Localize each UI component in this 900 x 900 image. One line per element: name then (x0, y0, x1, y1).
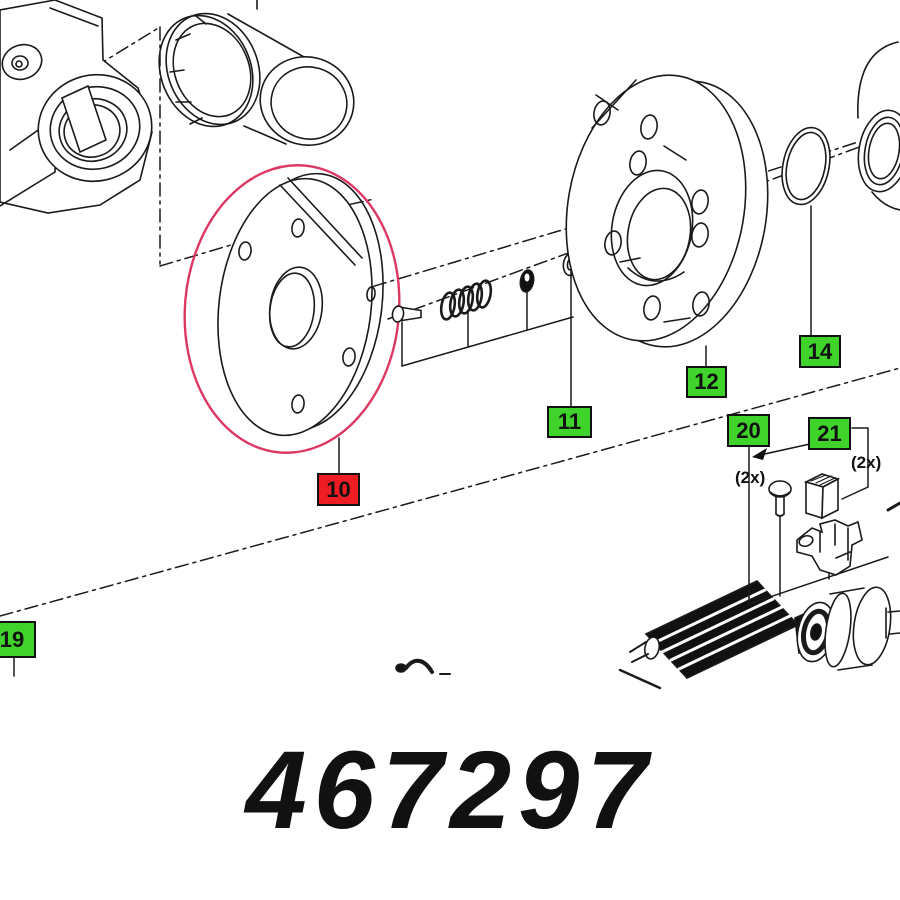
motor-flange-drawing (565, 74, 769, 348)
pin-spring-washer-drawing (391, 251, 580, 323)
callout-part-21[interactable]: 21 (808, 417, 851, 450)
cut-off-part-fragments (395, 501, 900, 675)
gear-housing-drawing (0, 0, 153, 214)
motor-housing-drawing (857, 41, 900, 211)
qty-note-part-20: (2x) (735, 468, 766, 487)
callout-part-11[interactable]: 11 (547, 406, 592, 438)
spring-coils (439, 279, 493, 321)
callout-part-19[interactable]: 19 (0, 621, 36, 658)
o-ring-drawing (781, 126, 831, 206)
callout-part-20[interactable]: 20 (727, 414, 770, 447)
adapter-sleeve-drawing (158, 0, 355, 147)
bearing-plate-drawing (217, 172, 384, 437)
brush-holder-drawing (796, 519, 863, 576)
arrowhead (752, 448, 767, 460)
leader-lines (13, 205, 889, 677)
callout-part-14[interactable]: 14 (799, 335, 841, 368)
qty-note-part-21: (2x) (851, 453, 882, 472)
carbon-brush-drawing (803, 473, 841, 520)
callout-part-12[interactable]: 12 (686, 366, 727, 398)
order-number: 467297 (245, 729, 655, 852)
callout-part-10[interactable]: 10 (317, 473, 360, 506)
brush-screw-drawing (768, 480, 792, 517)
armature-drawing (618, 580, 900, 690)
